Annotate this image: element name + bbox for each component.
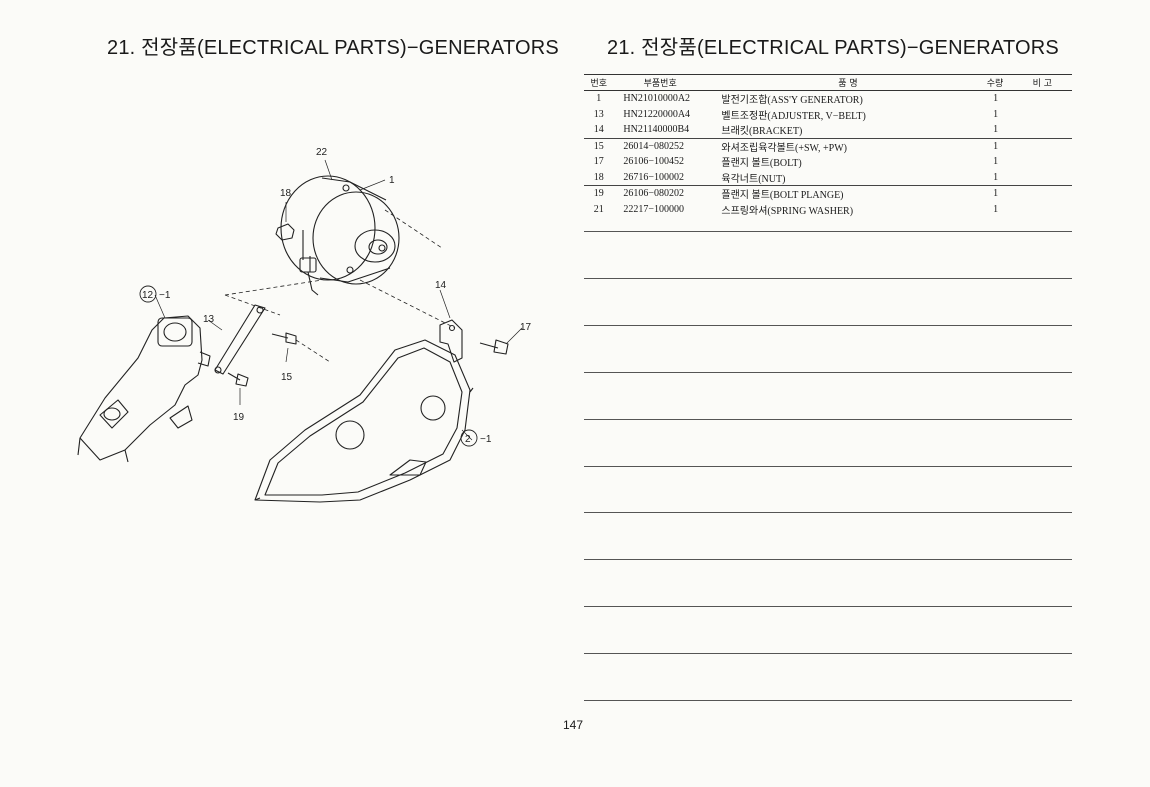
row-quantity: 1 (993, 93, 999, 105)
callout-2-suffix: −1 (480, 434, 492, 445)
table-rule-line (584, 466, 1072, 467)
row-quantity: 1 (993, 171, 999, 183)
water-pump-illustration (77, 315, 211, 463)
row-part-number: 26716−100002 (623, 171, 685, 183)
row-quantity: 1 (993, 108, 999, 120)
callout-12-suffix: −1 (159, 290, 171, 301)
row-part-name: 와셔조립육각볼트(+SW, +PW) (721, 142, 848, 154)
table-row: 15 26014−080252 와셔조립육각볼트(+SW, +PW) 1 (584, 137, 1072, 155)
header-part-number: 부품번호 (643, 79, 677, 89)
bracket-illustration (439, 319, 463, 363)
bolt-15-illustration (271, 332, 297, 345)
callout-14: 14 (435, 280, 447, 291)
table-row: 19 26106−080202 플랜지 볼트(BOLT PLANGE) 1 (584, 185, 1072, 202)
belt-adjuster-illustration (214, 304, 266, 375)
exploded-parts-diagram: 22 1 18 14 12 −1 13 17 15 19 2 −1 (77, 147, 532, 503)
nut-illustration (275, 223, 295, 241)
table-rule-line (584, 278, 1072, 279)
callout-2: 2 (465, 434, 471, 445)
row-part-number: 26106−080202 (623, 188, 685, 200)
table-row: 14 HN21140000B4 브래킷(BRACKET) 1 (584, 122, 1072, 138)
table-rule-line (584, 372, 1072, 373)
page-number: 147 (563, 718, 584, 732)
row-part-name: 플랜지 볼트(BOLT) (721, 158, 802, 170)
row-part-name: 벨트조정판(ADJUSTER, V−BELT) (721, 110, 866, 122)
row-quantity: 1 (993, 140, 999, 152)
table-rule-line (584, 231, 1072, 232)
row-part-name: 발전기조합(ASS'Y GENERATOR) (721, 95, 863, 107)
row-no: 13 (593, 108, 604, 120)
row-part-number: HN21140000B4 (623, 124, 690, 136)
callout-12: 12 (142, 290, 154, 301)
header-remarks: 비 고 (1032, 79, 1053, 89)
row-quantity: 1 (993, 203, 999, 215)
table-rule-line (584, 419, 1072, 420)
header-part-name: 품 명 (838, 79, 858, 89)
gear-case-cover-illustration (254, 339, 474, 503)
row-no: 21 (593, 203, 604, 215)
row-no: 1 (596, 93, 602, 105)
callout-22: 22 (316, 147, 328, 158)
callout-1: 1 (389, 175, 395, 186)
header-quantity: 수량 (986, 79, 1004, 89)
table-row: 17 26106−100452 플랜지 볼트(BOLT) 1 (584, 154, 1072, 170)
generator-illustration (280, 175, 400, 296)
row-part-number: 26014−080252 (623, 140, 685, 152)
row-no: 15 (593, 140, 604, 152)
row-quantity: 1 (993, 156, 999, 168)
row-part-number: HN21220000A4 (623, 108, 691, 120)
table-rule-line (584, 606, 1072, 607)
table-rule-line (584, 325, 1072, 326)
page-title-left: 21. 전장품(ELECTRICAL PARTS)−GENERATORS (107, 37, 559, 59)
row-part-number: 22217−100000 (623, 203, 685, 215)
parts-list-table: 번호 부품번호 품 명 수량 비 고 1 HN21010000A2 발전기조합(… (584, 74, 1072, 217)
row-quantity: 1 (993, 188, 999, 200)
table-rule-line (584, 700, 1072, 701)
callout-13: 13 (203, 314, 215, 325)
page-title-right: 21. 전장품(ELECTRICAL PARTS)−GENERATORS (607, 37, 1059, 59)
row-part-name: 브래킷(BRACKET) (721, 126, 803, 138)
row-part-name: 플랜지 볼트(BOLT PLANGE) (721, 190, 844, 202)
row-part-name: 육각너트(NUT) (721, 173, 786, 185)
bolt-19-illustration (227, 372, 249, 387)
table-row: 13 HN21220000A4 벨트조정판(ADJUSTER, V−BELT) … (584, 107, 1072, 123)
row-no: 14 (593, 124, 604, 136)
header-no: 번호 (590, 79, 608, 89)
table-rule-line (584, 559, 1072, 560)
table-row: 1 HN21010000A2 발전기조합(ASS'Y GENERATOR) 1 (584, 91, 1072, 107)
bolt-17-illustration (479, 339, 509, 355)
table-row: 18 26716−100002 육각너트(NUT) 1 (584, 170, 1072, 186)
row-no: 19 (593, 188, 604, 200)
table-header: 번호 부품번호 품 명 수량 비 고 (584, 74, 1072, 91)
callout-19: 19 (233, 412, 245, 423)
callout-17: 17 (520, 322, 532, 333)
row-quantity: 1 (993, 124, 999, 136)
callout-15: 15 (281, 372, 293, 383)
row-part-name: 스프링와셔(SPRING WASHER) (721, 205, 854, 217)
row-part-number: HN21010000A2 (623, 93, 691, 105)
callout-18: 18 (280, 188, 292, 199)
row-no: 17 (593, 156, 604, 168)
row-no: 18 (593, 171, 604, 183)
row-part-number: 26106−100452 (623, 156, 685, 168)
table-rule-line (584, 512, 1072, 513)
table-rule-line (584, 653, 1072, 654)
table-row: 21 22217−100000 스프링와셔(SPRING WASHER) 1 (584, 202, 1072, 218)
